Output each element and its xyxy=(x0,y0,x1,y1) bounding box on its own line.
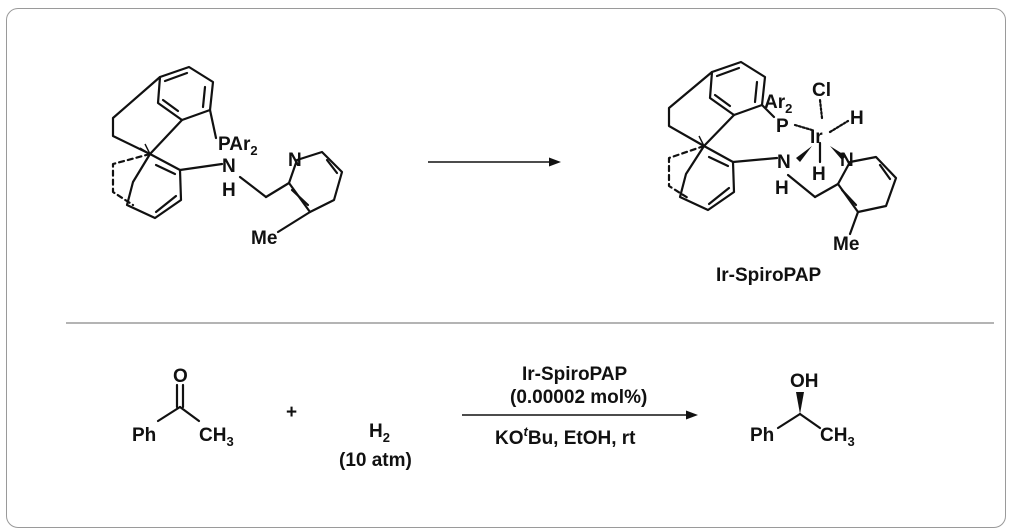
complex-structure: Ar2 P Cl Ir H H N N H Me Ir-SpiroPAP xyxy=(667,60,898,286)
product-ph: Ph xyxy=(750,425,774,446)
conditions-base-post: Bu, EtOH, rt xyxy=(528,428,636,449)
reaction-scheme: PAr2 N N H Me xyxy=(66,60,994,471)
ligand-amine-h: H xyxy=(222,180,236,201)
product-oh: OH xyxy=(790,371,819,392)
reactant-o: O xyxy=(173,366,188,387)
complex-name: Ir-SpiroPAP xyxy=(716,265,822,286)
hydrogen-reagent: H2 (10 atm) xyxy=(339,421,412,471)
complex-ar-label: Ar xyxy=(764,92,786,113)
product-ch-sub: 3 xyxy=(847,434,854,449)
acetophenone-structure: Ph O CH3 xyxy=(132,366,234,449)
ligand-phosphine-label: PAr xyxy=(218,134,251,155)
complex-pyridine-n: N xyxy=(840,150,854,171)
svg-text:H2: H2 xyxy=(369,421,390,445)
product-ch: CH xyxy=(820,425,847,446)
ligand-methyl: Me xyxy=(251,228,277,249)
complex-p: P xyxy=(776,116,789,137)
conditions-loading: (0.00002 mol%) xyxy=(510,387,647,408)
conditions-base-sup: t xyxy=(524,424,529,439)
svg-text:KOtBu, EtOH, rt: KOtBu, EtOH, rt xyxy=(495,424,636,449)
top-reaction-arrow xyxy=(428,157,561,167)
svg-text:Ar2: Ar2 xyxy=(764,92,792,116)
complex-cl: Cl xyxy=(812,80,831,101)
h2-h: H xyxy=(369,421,383,442)
svg-text:CH3: CH3 xyxy=(820,425,855,449)
svg-text:CH3: CH3 xyxy=(199,425,234,449)
complex-ar-subscript: 2 xyxy=(785,101,792,116)
h2-pressure: (10 atm) xyxy=(339,450,412,471)
reactant-ch: CH xyxy=(199,425,226,446)
ligand-amine-n: N xyxy=(222,156,236,177)
ligand-phosphine-subscript: 2 xyxy=(250,143,257,158)
h2-sub: 2 xyxy=(383,430,390,445)
complex-amine-h: H xyxy=(775,178,789,199)
complex-h-bottom: H xyxy=(812,164,826,185)
bottom-reaction-arrow: Ir-SpiroPAP (0.00002 mol%) KOtBu, EtOH, … xyxy=(462,364,698,449)
conditions-base-pre: KO xyxy=(495,428,524,449)
ligand-structure: PAr2 N N H Me xyxy=(111,65,344,249)
complex-amine-n: N xyxy=(777,152,791,173)
plus-sign: + xyxy=(286,402,297,423)
reactant-ch-sub: 3 xyxy=(226,434,233,449)
conditions-catalyst: Ir-SpiroPAP xyxy=(522,364,628,385)
ligand-pyridine-n: N xyxy=(288,150,302,171)
complex-methyl: Me xyxy=(833,234,859,255)
product-structure: Ph OH CH3 xyxy=(750,371,855,449)
reactant-ph: Ph xyxy=(132,425,156,446)
complex-ir: Ir xyxy=(810,127,823,148)
complex-h-right: H xyxy=(850,108,864,129)
svg-text:PAr2: PAr2 xyxy=(218,134,258,158)
